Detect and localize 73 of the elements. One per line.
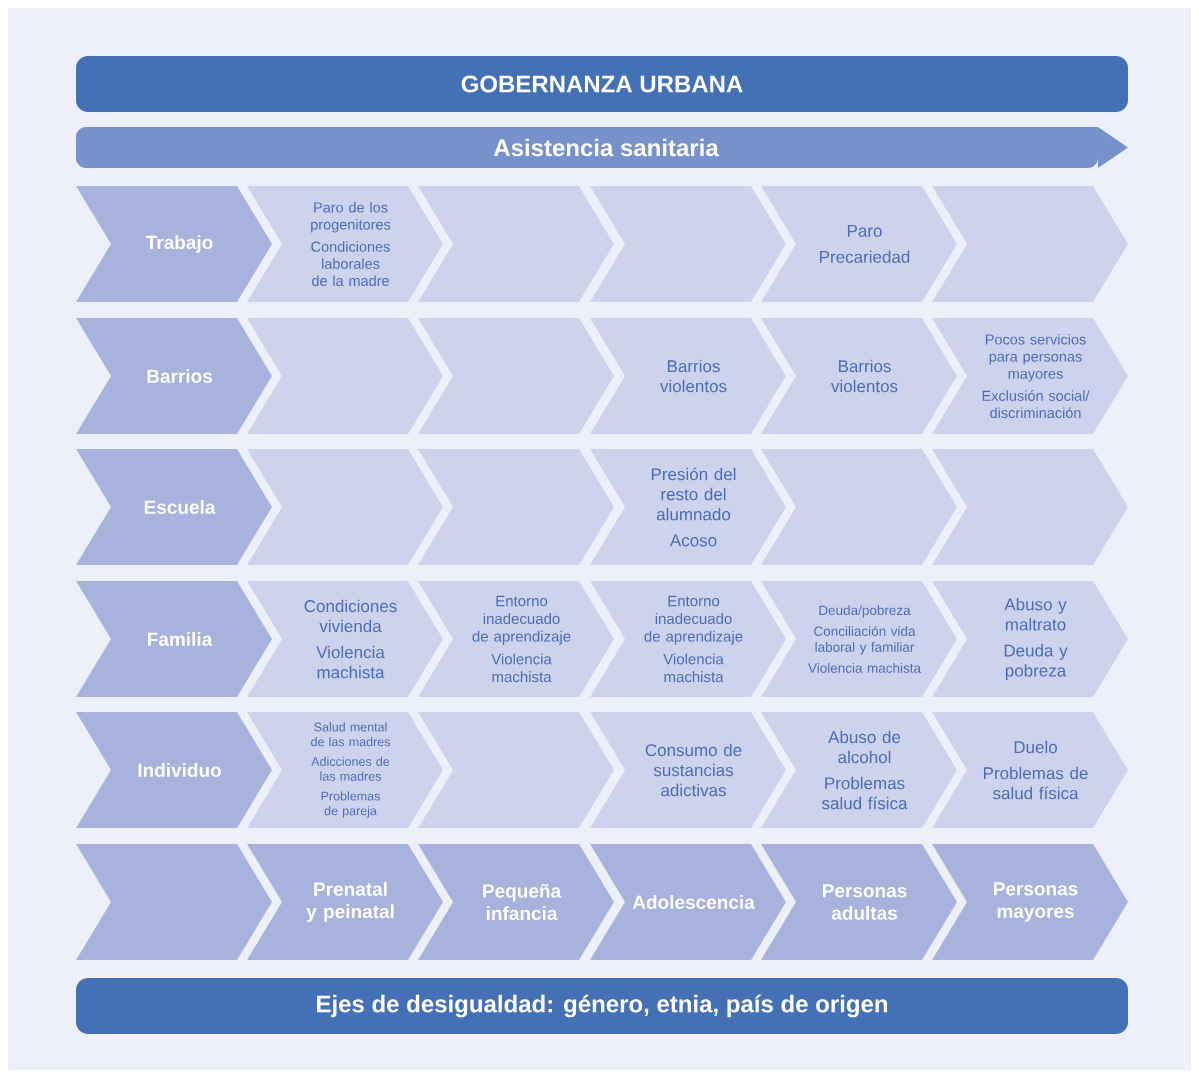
node-label: Prenatal y peinatal xyxy=(306,881,394,923)
chevron-panel: Paro Precariedad xyxy=(761,186,957,302)
chevron-panel xyxy=(418,318,614,434)
node-label: Adicciones de las madres xyxy=(311,756,390,781)
chevron-panel xyxy=(932,449,1128,565)
node-label: Problemas salud física xyxy=(821,776,908,810)
node-label: Violencia machista xyxy=(316,645,385,679)
node-label: Abuso y maltrato xyxy=(1004,597,1067,631)
node-label: Barrios violentos xyxy=(660,359,727,393)
chevron-panel: Entorno inadecuado de aprendizaje Violencia machista xyxy=(590,581,786,697)
chevron-panel xyxy=(590,186,786,302)
chevron-panel: Barrios violentos xyxy=(761,318,957,434)
chevron-panel: Personas mayores xyxy=(932,844,1128,960)
node-label: Exclusión social/ discriminación xyxy=(982,390,1090,419)
chevron-panel: Personas adultas xyxy=(761,844,957,960)
chevron-panel xyxy=(247,318,443,434)
chevron-panel: Pequeña infancia xyxy=(418,844,614,960)
chevron-panel: Abuso y maltrato Deuda y pobreza xyxy=(932,581,1128,697)
node-label: Duelo xyxy=(1014,740,1057,754)
node-label: Paro de los progenitores xyxy=(311,201,391,233)
node-label: Entorno inadecuado de aprendizaje xyxy=(472,595,571,645)
chevron-panel xyxy=(76,844,272,960)
chevron-panel xyxy=(418,449,614,565)
node-label: Condiciones vivienda xyxy=(304,599,397,633)
chevron-panel: Consumo de sustancias adictivas xyxy=(590,712,786,828)
node-label: Acoso xyxy=(669,534,717,547)
chevron-panel: Individuo xyxy=(76,712,272,828)
node-label: Conciliación vida laboral y familiar xyxy=(814,625,916,655)
chevron-panel: Prenatal y peinatal xyxy=(247,844,443,960)
chevron-panel: Abuso de alcohol Problemas salud física xyxy=(761,712,957,828)
node-label: Violencia machista xyxy=(663,653,724,683)
chevron-panel: Paro de los progenitores Condiciones laborales de la madre xyxy=(247,186,443,302)
chevron-panel: Salud mental de las madres Adicciones de las madres Problemas de pareja xyxy=(247,712,443,828)
chevron-panel: Duelo Problemas de salud física xyxy=(932,712,1128,828)
node-label: Personas adultas xyxy=(823,884,907,920)
node-label: Presión del resto del alumnado xyxy=(651,467,736,521)
node-label: Problemas de pareja xyxy=(321,791,380,818)
node-label: Pequeña infancia xyxy=(483,883,562,921)
node-label: Problemas de salud física xyxy=(983,766,1088,800)
chevron-panel: Pocos servicios para personas mayores Exclusión social/ discriminación xyxy=(932,318,1128,434)
chevron-panel xyxy=(247,449,443,565)
node-label: Deuda y pobreza xyxy=(1004,644,1068,681)
node-label: Abuso de alcohol xyxy=(828,730,901,764)
chevron-panel: Presión del resto del alumnado Acoso xyxy=(590,449,786,565)
node-label: Violencia machista xyxy=(808,662,922,673)
node-label: Paro xyxy=(847,225,882,237)
title-bar: GOBERNANZA URBANA xyxy=(76,56,1128,112)
chevron-panel: Familia xyxy=(76,581,272,697)
chevron-panel: Deuda/pobreza Conciliación vida laboral y familiar Violencia machista xyxy=(761,581,957,697)
node-label: Precariedad xyxy=(820,250,910,263)
node-label: Violencia machista xyxy=(491,653,552,683)
node-label: Entorno inadecuado de aprendizaje xyxy=(644,595,743,645)
node-label: Salud mental de las madres xyxy=(311,722,390,747)
footer-bar: Ejes de desigualdad: género, etnia, país de origen xyxy=(76,978,1128,1034)
chevron-panel xyxy=(761,449,957,565)
banner-bar: Asistencia sanitaria xyxy=(76,127,1128,168)
node-label: Condiciones laborales de la madre xyxy=(311,241,390,287)
node-label: Barrios violentos xyxy=(831,359,898,393)
chevron-panel: Condiciones vivienda Violencia machista xyxy=(247,581,443,697)
node-label: Deuda/pobreza xyxy=(819,605,911,618)
chevron-panel: Entorno inadecuado de aprendizaje Violencia machista xyxy=(418,581,614,697)
chevron-panel xyxy=(418,186,614,302)
chevron-panel: Trabajo xyxy=(76,186,272,302)
chevron-panel xyxy=(932,186,1128,302)
node-label: Pocos servicios para personas mayores xyxy=(985,333,1086,382)
node-label: Personas mayores xyxy=(994,882,1078,922)
chevron-panel: Escuela xyxy=(76,449,272,565)
chevron-panel xyxy=(418,712,614,828)
chevron-panel: Adolescencia xyxy=(590,844,786,960)
chevron-panel: Barrios violentos xyxy=(590,318,786,434)
node-label: Adolescencia xyxy=(632,895,755,909)
chevron-panel: Barrios xyxy=(76,318,272,434)
node-label: Consumo de sustancias adictivas xyxy=(645,743,742,797)
